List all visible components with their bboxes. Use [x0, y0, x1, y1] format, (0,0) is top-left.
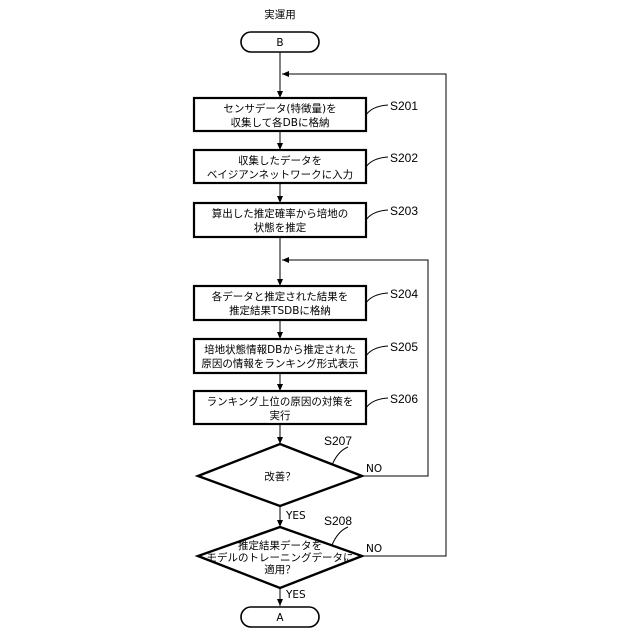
step-s201-id: S201 — [390, 99, 418, 113]
step-s201-line-2: 収集して各DBに格納 — [231, 116, 330, 129]
step-s202-id: S202 — [390, 151, 418, 165]
decision-s208-id: S208 — [324, 514, 352, 528]
step-s206: ランキング上位の原因の対策を 実行 S206 — [194, 391, 418, 424]
decision-s208-line-2: モデルのトレーニングデータに — [207, 551, 354, 564]
step-s203: 算出した推定確率から培地の 状態を推定 S203 — [194, 203, 418, 237]
step-s205-id: S205 — [390, 340, 418, 354]
step-s203-line-1: 算出した推定確率から培地の — [212, 207, 349, 220]
diagram-title: 実運用 — [264, 8, 296, 21]
decision-s208-no-label: NO — [366, 543, 382, 555]
step-s205: 培地状態情報DBから推定された 原因の情報をランキング形式表示 S205 — [194, 339, 418, 373]
start-terminal: B — [241, 32, 319, 52]
step-s204-id: S204 — [390, 287, 418, 301]
step-s201: センサデータ(特徴量)を 収集して各DBに格納 S201 — [194, 98, 418, 131]
decision-s207: 改善？ S207 NO YES — [198, 434, 382, 522]
step-s204-line-2: 推定結果TSDBに格納 — [229, 304, 331, 317]
step-s206-line-1: ランキング上位の原因の対策を — [207, 395, 354, 408]
decision-s208-line-3: 適用？ — [264, 563, 296, 576]
decision-s208-line-1: 推定結果データを — [238, 539, 322, 552]
step-s201-line-1: センサデータ(特徴量)を — [223, 102, 336, 115]
step-s205-line-1: 培地状態情報DBから推定された — [204, 343, 356, 356]
step-s204-line-1: 各データと推定された結果を — [212, 290, 349, 303]
decision-s208-yes-label: YES — [285, 589, 306, 601]
start-terminal-label: B — [276, 37, 283, 49]
decision-s207-id: S207 — [324, 434, 352, 448]
step-s206-line-2: 実行 — [270, 409, 291, 422]
connectors — [280, 52, 446, 606]
step-s204: 各データと推定された結果を 推定結果TSDBに格納 S204 — [194, 286, 418, 320]
decision-s207-yes-label: YES — [285, 510, 306, 522]
decision-s208: 推定結果データを モデルのトレーニングデータに 適用？ S208 NO YES — [198, 514, 382, 601]
step-s206-id: S206 — [390, 392, 418, 406]
step-s203-id: S203 — [390, 204, 418, 218]
decision-s207-no-label: NO — [366, 463, 382, 475]
step-s202-line-2: ベイジアンネットワークに入力 — [207, 168, 353, 181]
step-s205-line-2: 原因の情報をランキング形式表示 — [201, 357, 358, 370]
decision-s207-question: 改善？ — [264, 470, 296, 483]
step-s203-line-2: 状態を推定 — [254, 221, 307, 234]
end-terminal-label: A — [276, 612, 284, 624]
end-terminal: A — [241, 607, 319, 627]
step-s202: 収集したデータを ベイジアンネットワークに入力 S202 — [194, 150, 418, 183]
step-s202-line-1: 収集したデータを — [238, 154, 322, 167]
